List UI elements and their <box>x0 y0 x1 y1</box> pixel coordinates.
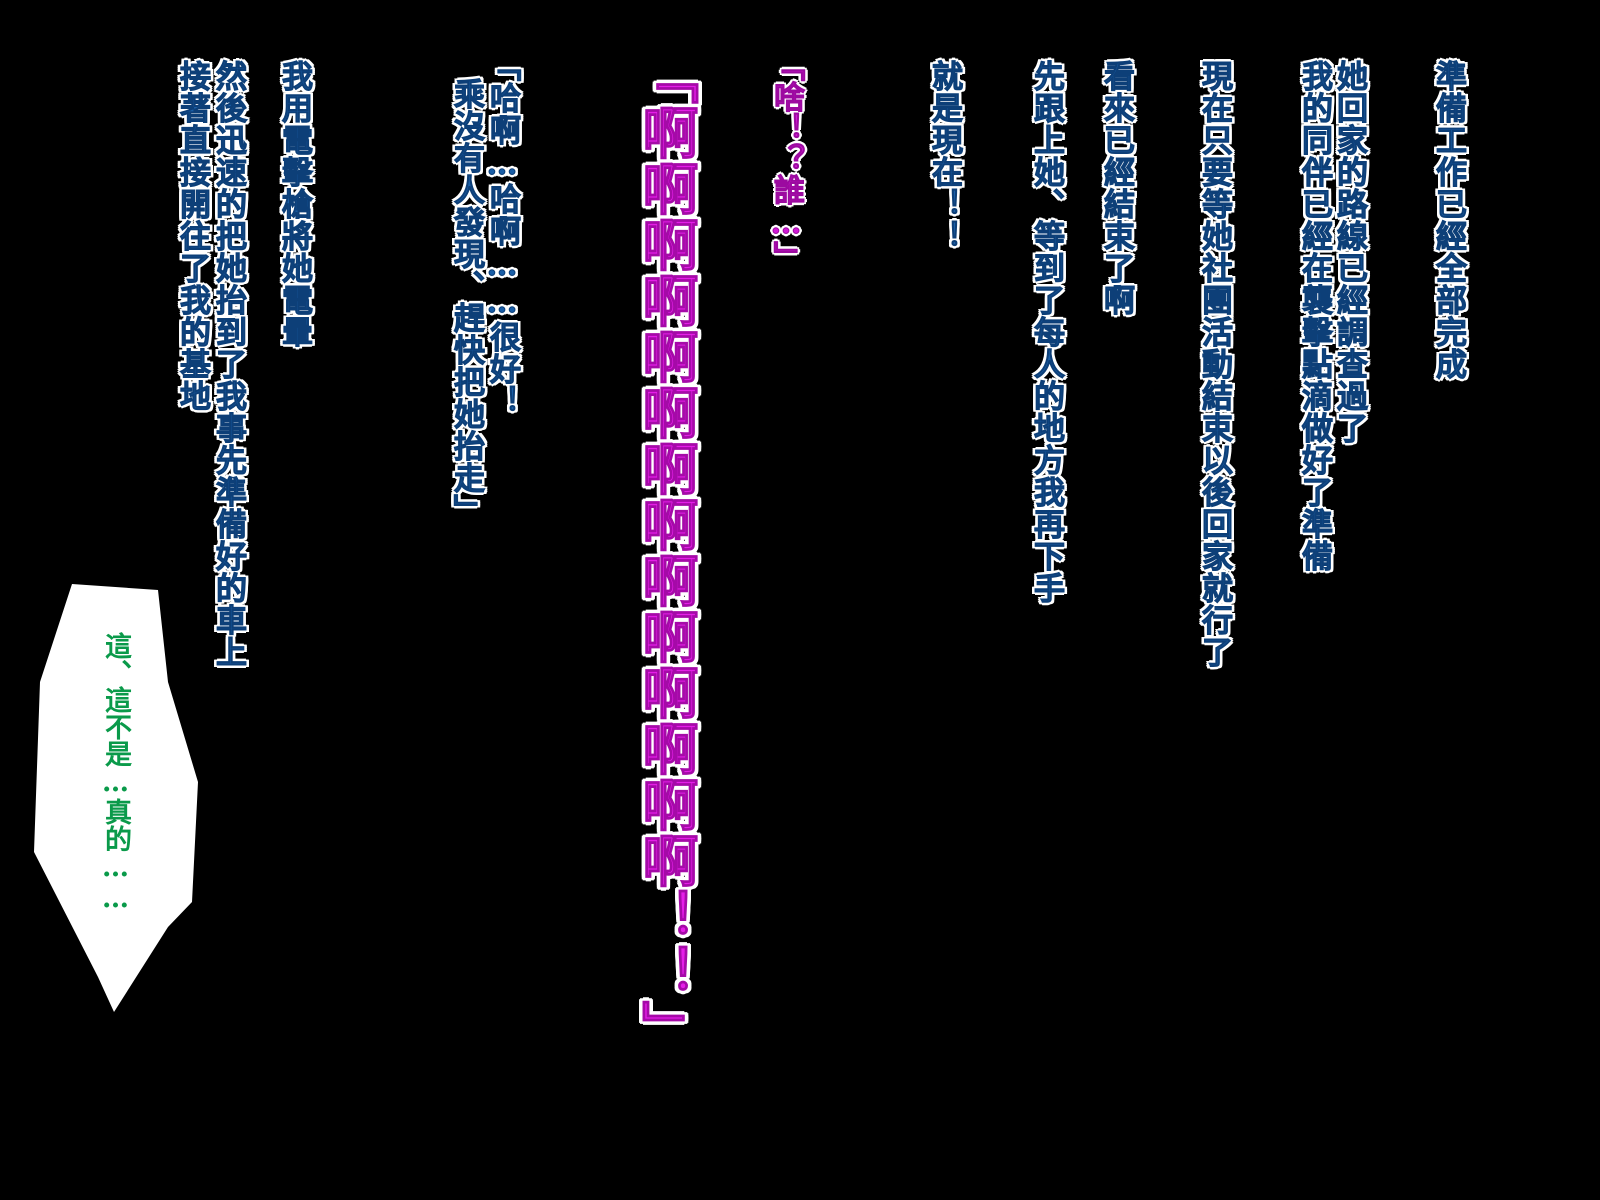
victim-dialogue: 「啥！？誰…」 <box>768 50 805 273</box>
bubble-text: 這、這不是…真的…… <box>100 632 131 914</box>
narration-line-6: 先跟上她、等到了每人的地方我再下手 <box>1028 60 1065 605</box>
narration-line-1: 準備工作已經全部完成 <box>1430 60 1467 381</box>
narration-line-2: 她回家的路線已經調查過了 <box>1331 60 1368 445</box>
scream-dialogue: 「啊啊啊啊啊啊啊啊啊啊啊啊啊啊！！」 <box>633 48 700 1057</box>
speech-bubble: 這、這不是…真的…… <box>30 582 200 1012</box>
narration-line-3: 我的同伴已經在襲擊點滴做好了準備 <box>1296 60 1333 573</box>
accomplice-dialogue-line-1: 「哈啊…哈啊……很好！ <box>484 50 521 418</box>
narration-line-9: 然後迅速的把她抬到了我事先準備好的車上 <box>210 60 247 669</box>
narration-line-4: 現在只要等她社團活動結束以後回家就行了 <box>1196 60 1233 669</box>
narration-line-8: 我用電擊槍將她電暈 <box>276 60 313 349</box>
accomplice-dialogue-line-2: 乘沒有人發現、趕快把她抬走」 <box>448 78 485 527</box>
speech-bubble-shape <box>34 584 198 1012</box>
narration-line-7: 就是現在！！ <box>926 60 963 253</box>
narration-line-5: 看來已經結束了啊 <box>1098 60 1135 317</box>
narration-line-10: 接著直接開往了我的基地 <box>174 60 211 413</box>
